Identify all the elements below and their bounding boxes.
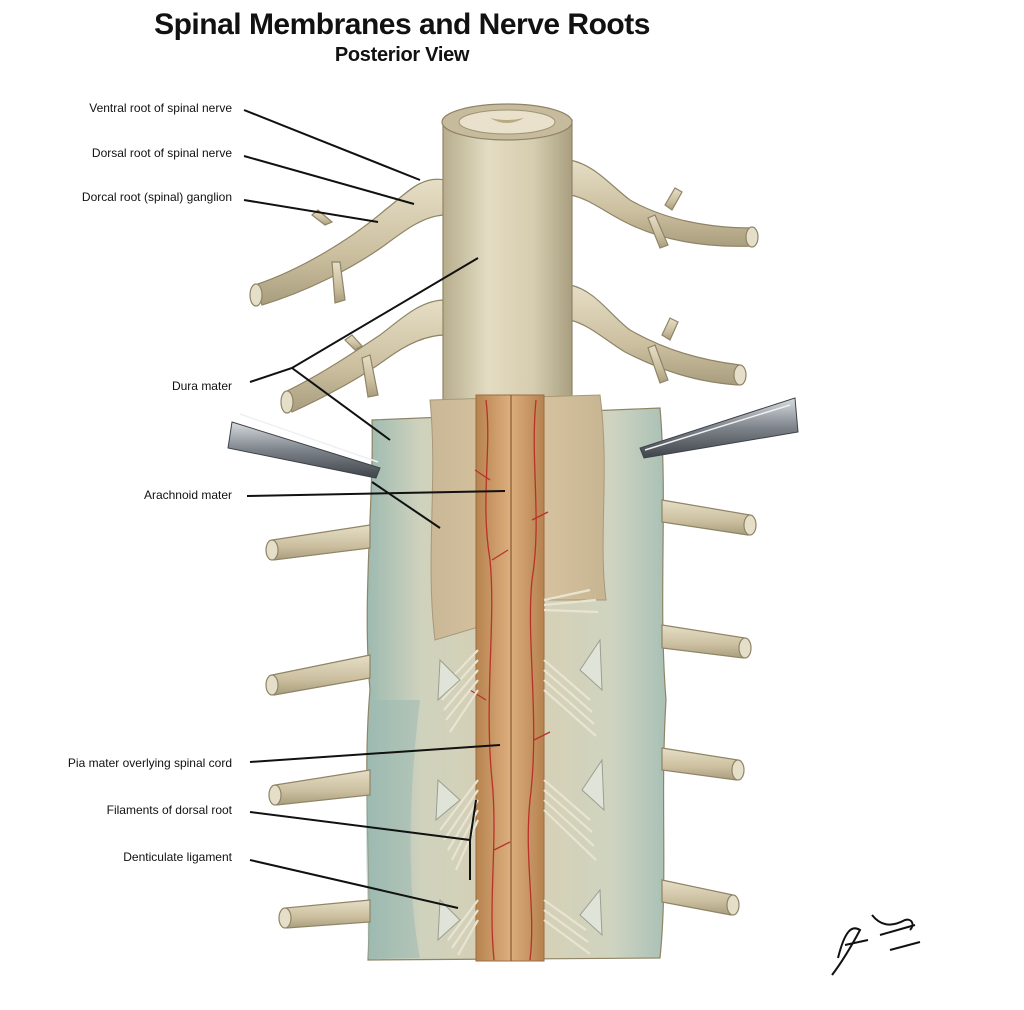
upper-right-spinal-nerves xyxy=(569,159,759,386)
left-forceps xyxy=(227,413,381,479)
label-ventral-root: Ventral root of spinal nerve xyxy=(89,101,232,115)
label-pia-mater: Pia mater overlying spinal cord xyxy=(67,756,232,770)
upper-left-spinal-nerves xyxy=(249,178,447,414)
spinal-cord-pia xyxy=(475,394,545,962)
leader-arachnoid xyxy=(246,490,506,497)
label-filaments-dorsal-root: Filaments of dorsal root xyxy=(106,803,232,817)
label-dorsal-root: Dorsal root of spinal nerve xyxy=(91,146,232,160)
dorsal-root-filaments-right xyxy=(543,588,599,955)
leader-lines xyxy=(243,109,506,909)
lower-left-nerve-roots xyxy=(265,524,371,929)
leader-ventral-root xyxy=(243,109,421,181)
pial-vessels xyxy=(469,399,551,961)
label-ganglion: Dorcal root (spinal) ganglion xyxy=(81,190,232,204)
leader-ganglion xyxy=(243,199,379,223)
page-subtitle: Posterior View xyxy=(334,44,470,66)
dura-mater-tube xyxy=(442,119,573,421)
label-dura-mater: Dura mater xyxy=(171,379,232,393)
page-title: Spinal Membranes and Nerve Roots xyxy=(154,8,650,41)
leader-dorsal-root xyxy=(243,155,415,205)
artist-signature xyxy=(831,914,921,976)
label-arachnoid-mater: Arachnoid mater xyxy=(143,488,232,502)
right-forceps xyxy=(639,397,799,459)
lower-right-nerve-roots xyxy=(661,499,757,916)
denticulate-ligaments xyxy=(435,638,605,942)
leader-denticulate xyxy=(249,859,459,909)
label-denticulate-ligament: Denticulate ligament xyxy=(123,850,232,864)
leader-pia xyxy=(249,744,501,763)
